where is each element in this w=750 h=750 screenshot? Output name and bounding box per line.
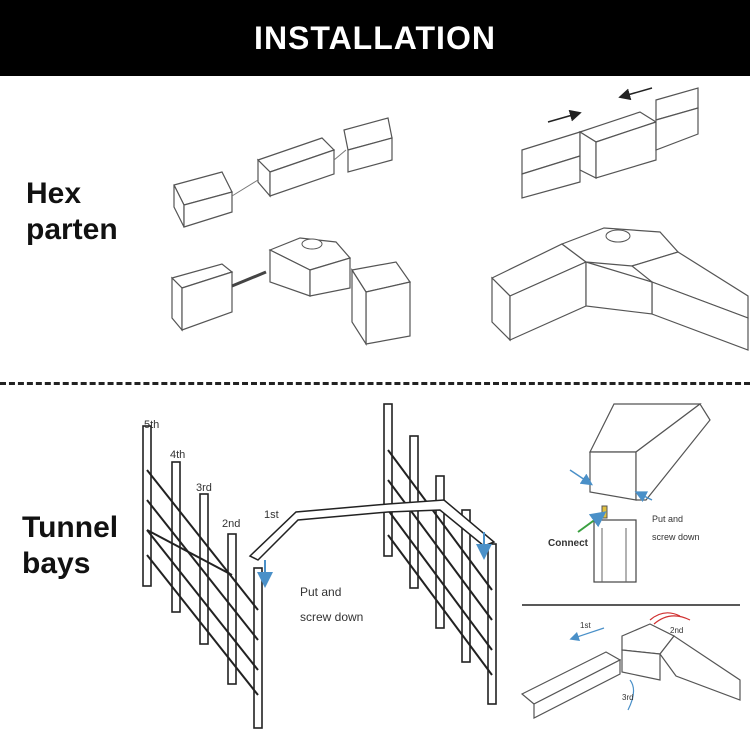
order-label-1st: 1st: [264, 509, 279, 521]
corner-step-2nd: 2nd: [670, 626, 683, 635]
post-2nd-a: [227, 533, 237, 685]
corner-step-3rd: 3rd: [622, 693, 634, 702]
post-5th-a: [142, 425, 152, 587]
post-1st-a: [253, 567, 263, 729]
hex-label-line2: parten: [26, 213, 118, 246]
tunnel-section-label: Tunnel bays: [22, 510, 118, 582]
hex-corner-exploded-diagram: [170, 237, 412, 347]
post-back-b: [409, 435, 419, 589]
order-label-2nd: 2nd: [222, 518, 240, 530]
post-back-e: [487, 543, 497, 705]
tunnel-label-line1: Tunnel: [22, 511, 119, 544]
tunnel-instruction-line1: Put and: [300, 585, 341, 599]
corner-step-1st: 1st: [580, 621, 591, 630]
connect-label: Connect: [548, 538, 589, 549]
hex-section-label: Hex parten: [26, 176, 118, 248]
post-3rd-a: [199, 493, 209, 645]
post-back-c: [435, 475, 445, 629]
hex-straight-assembled-diagram: [521, 87, 699, 199]
order-label-4th: 4th: [170, 449, 185, 461]
tunnel-bays-diagram: [142, 403, 497, 729]
page-title: INSTALLATION: [254, 19, 496, 56]
connector-detail-diagram: [569, 403, 711, 583]
order-label-3rd: 3rd: [196, 482, 212, 494]
hex-corner-assembled-diagram: [490, 227, 749, 351]
tunnel-order-labels: 5th 4th 3rd 2nd 1st: [144, 419, 279, 530]
header-banner: INSTALLATION: [0, 0, 750, 76]
corner-detail-diagram: [520, 604, 741, 719]
order-label-5th: 5th: [144, 419, 159, 431]
tunnel-label-line2: bays: [22, 547, 91, 580]
connector-instruction-line1: Put and: [652, 514, 683, 524]
connector-instruction-line2: screw down: [652, 532, 700, 542]
tunnel-instruction-line2: screw down: [300, 610, 363, 624]
hex-label-line1: Hex: [26, 177, 82, 210]
section-divider: [0, 382, 750, 385]
hex-straight-exploded-diagram: [173, 117, 393, 228]
